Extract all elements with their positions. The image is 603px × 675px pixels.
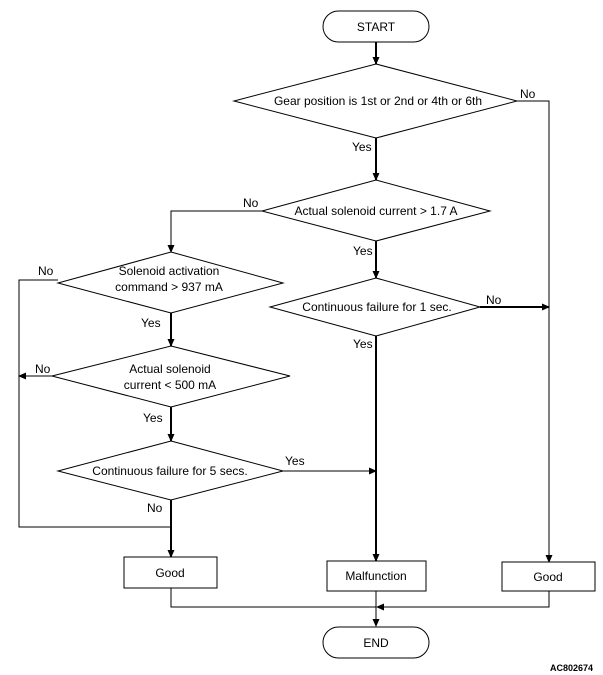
good-left-box: Good (123, 556, 218, 589)
good-left-merge-line (170, 588, 376, 608)
figure-code: AC802674 (550, 663, 593, 673)
good-left-label: Good (155, 566, 184, 580)
start-terminal: START (322, 10, 430, 43)
five-sec-yes-label: Yes (285, 454, 305, 468)
activation-command-decision: Solenoid activation command > 937 mA (56, 251, 285, 314)
actual-low-label-line1: Actual solenoid (129, 362, 210, 376)
one-sec-yes-label: Yes (353, 337, 373, 351)
gear-position-decision: Gear position is 1st or 2nd or 4th or 6t… (232, 63, 519, 139)
continuous-5sec-label: Continuous failure for 5 secs. (92, 464, 247, 478)
end-label: END (363, 636, 389, 650)
actual-current-high-label: Actual solenoid current > 1.7 A (294, 204, 457, 218)
connectors (18, 42, 553, 627)
activation-label-line2: command > 937 mA (115, 280, 223, 294)
malfunction-label: Malfunction (345, 569, 406, 583)
gear-position-label: Gear position is 1st or 2nd or 4th or 6t… (274, 94, 482, 108)
low-no-label: No (35, 362, 51, 376)
good-right-label: Good (533, 570, 562, 584)
actual-low-label-line2: current < 500 mA (124, 378, 216, 392)
activation-no-label: No (38, 264, 54, 278)
activation-yes-label: Yes (141, 316, 161, 330)
end-terminal: END (322, 626, 430, 659)
continuous-1sec-decision: Continuous failure for 1 sec. (268, 277, 482, 337)
gear-no-label: No (520, 87, 536, 101)
gear-no-line (517, 100, 553, 563)
high-no-line (167, 210, 262, 253)
one-sec-no-label: No (486, 293, 502, 307)
actual-current-high-decision: Actual solenoid current > 1.7 A (260, 179, 492, 242)
good-right-merge-line (376, 591, 550, 611)
activation-label-line1: Solenoid activation (119, 264, 220, 278)
gear-yes-label: Yes (352, 140, 372, 154)
edge-labels: No Yes No Yes No Yes No Yes No Yes Yes N… (35, 87, 536, 515)
good-right-box: Good (501, 561, 596, 592)
activation-no-line (18, 279, 171, 528)
low-yes-label: Yes (143, 411, 163, 425)
five-sec-no-label: No (147, 501, 163, 515)
high-no-label: No (243, 196, 259, 210)
high-yes-label: Yes (353, 244, 373, 258)
start-label: START (357, 20, 396, 34)
continuous-5sec-decision: Continuous failure for 5 secs. (56, 440, 285, 501)
actual-current-low-decision: Actual solenoid current < 500 mA (51, 345, 291, 408)
continuous-1sec-label: Continuous failure for 1 sec. (302, 300, 451, 314)
malfunction-box: Malfunction (326, 560, 427, 592)
